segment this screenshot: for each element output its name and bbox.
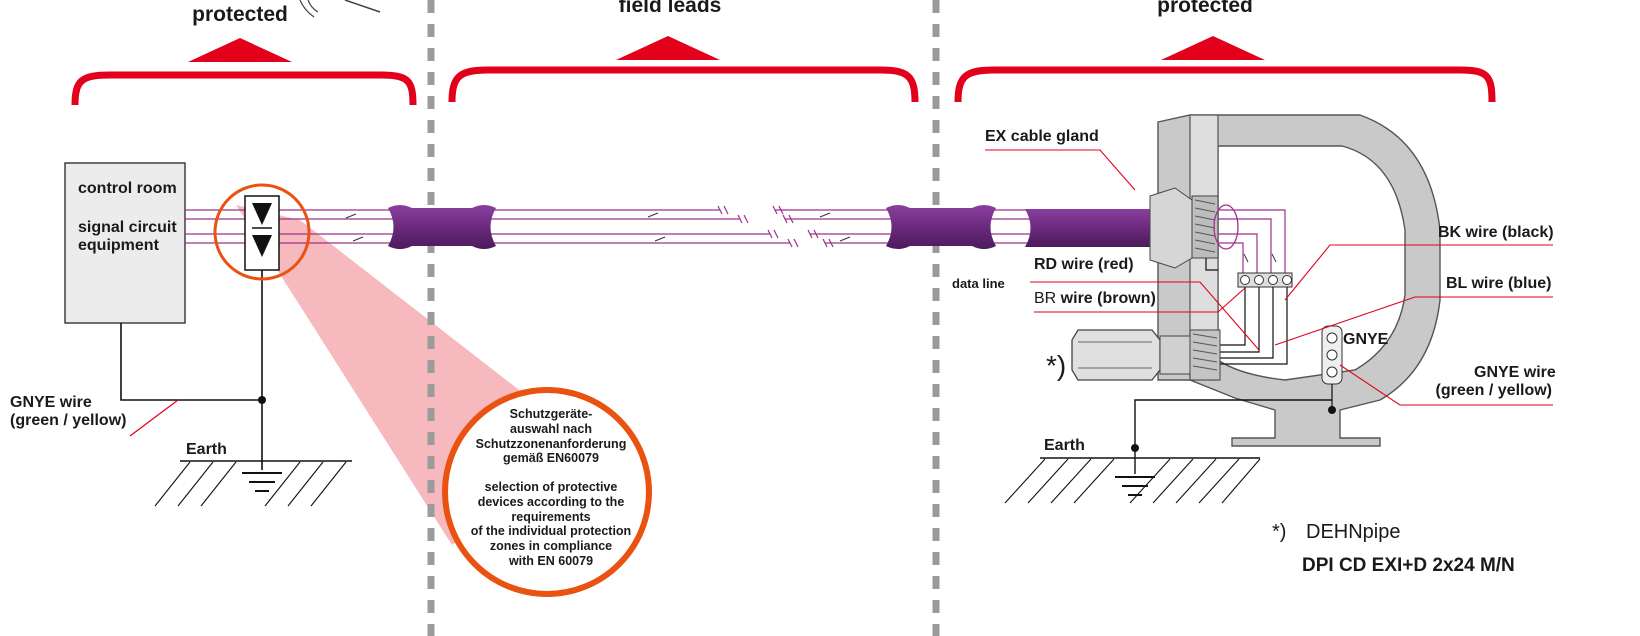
antenna-line [344,0,381,13]
callout-en-line: selection of protective [484,480,618,494]
control-room-box [64,162,186,324]
gnye-wire-label-right: GNYE wire [1474,364,1556,381]
left-earth-wire [120,323,262,401]
internal-wires [1218,209,1286,275]
gnye-terminal [1321,325,1343,414]
antenna-mark [307,0,319,13]
zone-bracket-right [954,66,1496,103]
gnye-wire-color-left: (green / yellow) [10,412,127,429]
zone-arrow-left [188,38,292,62]
callout-text: Schutzgeräte- auswahl nach Schutzzonenan… [462,407,640,569]
switch-marks [1243,253,1277,263]
data-line-label: data line [952,276,1005,291]
callout-en-line: requirements [511,509,591,524]
callout-circle [442,387,652,597]
zone-arrow-middle [616,36,720,60]
earth-label-left: Earth [186,441,227,458]
wire-break-marks [717,205,834,248]
callout-en-line: of the individual protection [470,524,632,539]
earth-hatch-right [1004,458,1261,504]
control-room-label: control room [78,180,177,197]
junction-dot [258,396,266,404]
zone-header-left: protected [192,3,288,26]
callout-de-line: Schutzzonenanforderung [475,436,627,451]
callout-de-line: Schutzgeräte- [509,407,593,421]
protector-highlight-ring [213,183,311,281]
earth-label-right: Earth [1044,437,1085,454]
gnye-terminal-label: GNYE [1343,331,1389,348]
signal-circuit-label: signal circuit [78,219,177,236]
bk-wire-label: BK wire (black) [1438,224,1554,241]
br-prefix: BR [1034,290,1057,307]
gnye-wire-color-right: (green / yellow) [1435,382,1552,399]
callout-de-line: gemäß EN60079 [503,451,599,466]
earth-hatch-left [154,461,347,507]
switch-marks [345,212,851,242]
callout-en-line: zones in compliance [489,539,613,553]
leader-line [129,399,179,437]
junction-dot [1131,444,1139,452]
zone-bracket-middle [448,66,919,103]
zone-header-middle: field leads [618,0,722,17]
bl-wire-label: BL wire (blue) [1446,275,1552,292]
ex-cable-gland [1149,187,1239,269]
output-wires [1205,258,1288,365]
br-wire-label: BR wire (brown) [1034,290,1156,308]
zone-bracket-left [71,71,417,106]
br-wire-text: wire (brown) [1056,290,1156,307]
callout-en-line: with EN 60079 [508,553,594,568]
footnote-product-family: DEHNpipe [1306,521,1401,543]
equipment-label: equipment [78,237,159,254]
footnote-marker: *) [1272,521,1287,543]
dehnpipe-asterisk-marker: *) [1046,350,1067,381]
zone-arrow-right [1161,36,1265,60]
ex-cable-gland-label: EX cable gland [985,128,1099,145]
leader-lines [985,149,1553,406]
callout-de-line: auswahl nach [510,421,592,436]
dehnpipe-bolt [1071,329,1221,381]
rd-wire-label: RD wire (red) [1034,256,1134,273]
antenna-mark [299,0,315,18]
footnote-product-code: DPI CD EXI+D 2x24 M/N [1302,555,1515,576]
protector-diode-icon [252,235,272,257]
gnye-wire-label-left: GNYE wire [10,394,92,411]
zone-header-right: protected [1157,0,1253,17]
protector-diode-icon [252,203,272,225]
callout-en-line: devices according to the [477,494,625,509]
dehnpipe-housing [1157,114,1441,447]
terminal-block [1237,272,1293,288]
